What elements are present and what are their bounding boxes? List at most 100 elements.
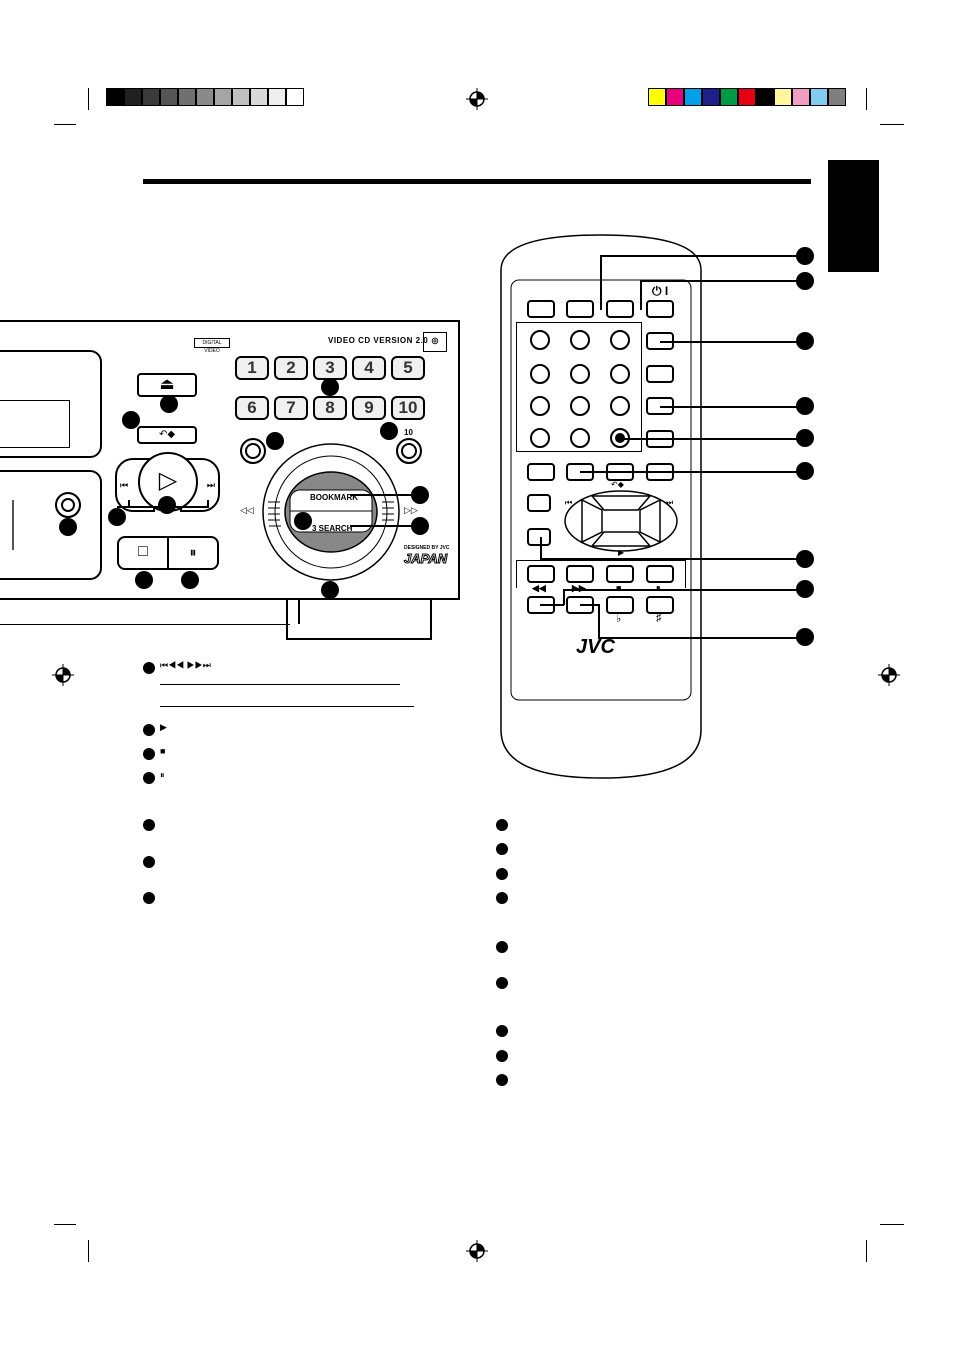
legend-dot <box>143 748 155 760</box>
remote-ff-label: ▶▶ <box>572 583 586 593</box>
display-window <box>0 400 70 448</box>
digital-video-badge: DIGITAL VIDEO <box>194 338 230 354</box>
leader-line <box>563 589 800 591</box>
display-digits <box>0 500 14 550</box>
legend-dot <box>496 941 508 953</box>
left-round-button[interactable] <box>240 438 266 464</box>
remote-button[interactable] <box>527 494 551 512</box>
callout-dot <box>411 486 429 504</box>
number-key-1[interactable]: 1 <box>235 356 269 380</box>
stop-button[interactable]: □ <box>117 536 169 570</box>
remote-flat-button[interactable] <box>606 596 634 614</box>
callout-dot <box>796 462 814 480</box>
remote-cursor-pad[interactable] <box>562 488 680 554</box>
color-swatch <box>214 88 232 106</box>
remote-rew-button[interactable] <box>527 565 555 583</box>
color-bar <box>648 88 848 106</box>
remote-ff-button[interactable] <box>566 565 594 583</box>
remote-power-button[interactable] <box>646 300 674 318</box>
remote-play-label: ▶ <box>618 548 625 557</box>
callout-dot <box>796 550 814 568</box>
color-swatch <box>106 88 124 106</box>
callout-dot <box>108 508 126 526</box>
legend-dot <box>143 892 155 904</box>
crop-mark <box>880 124 904 125</box>
crop-mark <box>866 88 867 110</box>
callout-dot <box>796 580 814 598</box>
leader-line <box>540 537 542 559</box>
remote-number-key[interactable] <box>530 428 550 448</box>
color-swatch <box>756 88 774 106</box>
leader-line <box>600 255 800 257</box>
callout-dot <box>796 429 814 447</box>
number-key-6[interactable]: 6 <box>235 396 269 420</box>
leader-line <box>350 494 412 496</box>
number-key-8[interactable]: 8 <box>313 396 347 420</box>
number-key-3[interactable]: 3 <box>313 356 347 380</box>
remote-number-key[interactable] <box>610 364 630 384</box>
remote-number-key[interactable] <box>570 428 590 448</box>
power-label: ⏻ I <box>652 284 669 298</box>
leader-line <box>128 500 130 508</box>
remote-number-key[interactable] <box>570 364 590 384</box>
crop-mark <box>88 88 89 110</box>
remote-number-key[interactable] <box>530 330 550 350</box>
remote-stop-button[interactable] <box>606 565 634 583</box>
legend-dot <box>496 868 508 880</box>
transport-frame <box>516 560 686 588</box>
bookmark-label: BOOKMARK <box>310 493 358 502</box>
plus10-button[interactable] <box>396 438 422 464</box>
player-base-line <box>298 598 300 624</box>
remote-number-key[interactable] <box>530 364 550 384</box>
leader-line <box>207 500 209 508</box>
remote-pause-button[interactable] <box>646 565 674 583</box>
number-key-2[interactable]: 2 <box>274 356 308 380</box>
leader-line <box>598 637 800 639</box>
callout-dot <box>796 272 814 290</box>
remote-button[interactable] <box>566 300 594 318</box>
remote-button[interactable] <box>606 300 634 318</box>
remote-number-key[interactable] <box>530 396 550 416</box>
crop-mark <box>880 1224 904 1225</box>
remote-next-label: ⏭ <box>666 498 674 507</box>
color-swatch <box>286 88 304 106</box>
remote-number-key[interactable] <box>570 330 590 350</box>
callout-dot <box>59 518 77 536</box>
legend-dot <box>143 819 155 831</box>
leader-line <box>350 525 412 527</box>
remote-number-key[interactable] <box>610 396 630 416</box>
color-swatch <box>810 88 828 106</box>
number-key-4[interactable]: 4 <box>352 356 386 380</box>
return-button[interactable]: ↶◆ <box>137 426 197 444</box>
legend-play-symbol: ▶ <box>160 722 167 732</box>
legend-stop-symbol: ■ <box>160 746 166 756</box>
jog-dial[interactable] <box>238 436 424 588</box>
designed-by-label: DESIGNED BY JVC <box>404 545 450 551</box>
callout-dot <box>122 411 140 429</box>
remote-button[interactable] <box>527 528 551 546</box>
number-key-5[interactable]: 5 <box>391 356 425 380</box>
number-key-7[interactable]: 7 <box>274 396 308 420</box>
legend-skip-symbols: ⏮◀◀ ▶▶⏭ <box>160 660 211 670</box>
disc-logo: ◎ <box>423 332 447 352</box>
remote-button[interactable] <box>527 463 555 481</box>
legend-rule <box>160 684 400 685</box>
number-key-9[interactable]: 9 <box>352 396 386 420</box>
display-area <box>0 470 102 580</box>
player-base-line <box>0 624 290 625</box>
callout-dot <box>135 571 153 589</box>
leader-line <box>640 280 642 310</box>
pause-button[interactable]: ⏸ <box>167 536 219 570</box>
registration-target-top <box>466 88 488 110</box>
remote-button[interactable] <box>527 300 555 318</box>
remote-sharp-button[interactable] <box>646 596 674 614</box>
remote-button[interactable] <box>646 365 674 383</box>
number-key-10[interactable]: 10 <box>391 396 425 420</box>
plus10-label: 10 <box>404 428 413 437</box>
leader-line <box>598 604 600 638</box>
remote-number-key[interactable] <box>610 330 630 350</box>
eject-button[interactable]: ⏏ <box>137 373 197 397</box>
remote-rew-label: ◀◀ <box>532 583 546 593</box>
callout-dot <box>321 378 339 396</box>
remote-number-key[interactable] <box>570 396 590 416</box>
